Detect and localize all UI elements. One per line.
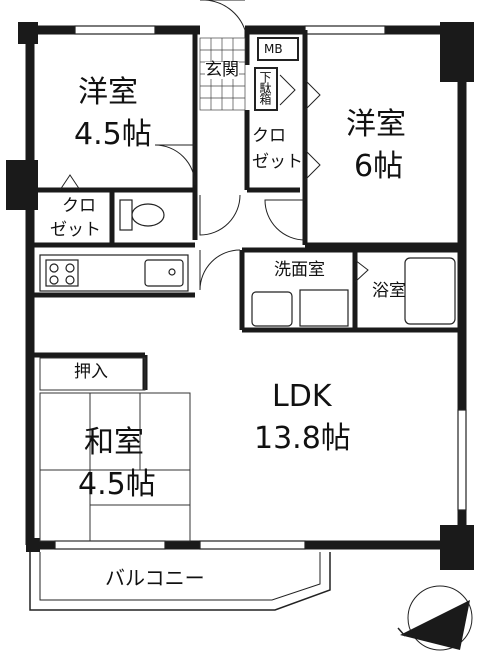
door-west-room (154, 144, 196, 186)
label-genkan: 玄関 (205, 60, 239, 80)
window-top-right (304, 25, 386, 35)
room-size-bedroom-east: 6帖 (354, 149, 404, 184)
door-closet (59, 174, 81, 191)
washing-machine-area (299, 289, 349, 327)
balcony-outline (29, 552, 331, 611)
door-hall (199, 194, 241, 236)
label-mb: MB (264, 42, 283, 56)
door-closet2-top (304, 79, 321, 111)
shoe-box (254, 67, 278, 111)
column-bottom-left (26, 538, 40, 552)
label-closet-line1: クロ (62, 196, 96, 216)
label-bath: 浴室 (372, 281, 406, 301)
washbasin (251, 291, 293, 327)
kitchen-sink (144, 259, 184, 287)
room-name-bedroom-west: 洋室 (78, 75, 138, 110)
label-shoe-box: 下駄箱 (258, 71, 272, 104)
door-east-room (264, 199, 306, 241)
room-name-washitsu: 和室 (84, 425, 144, 460)
window-bottom-left (54, 540, 166, 550)
toilet-bowl (131, 203, 165, 227)
label-closet2-line1: クロ (252, 126, 286, 146)
label-oshiire: 押入 (74, 362, 108, 382)
label-balcony: バルコニー (105, 566, 205, 590)
column-bottom-right (440, 525, 474, 570)
label-washroom: 洗面室 (274, 260, 325, 280)
column-top-left (18, 22, 38, 44)
room-size-bedroom-west: 4.5帖 (74, 117, 152, 152)
compass-icon (397, 585, 473, 651)
toilet-tank (119, 199, 133, 231)
column-left-mid (6, 160, 38, 210)
mb-box (257, 37, 299, 61)
bathtub (404, 257, 456, 325)
window-right (457, 409, 467, 511)
window-top-left (74, 25, 156, 35)
label-closet2-line2: ゼット (252, 152, 303, 172)
room-size-washitsu: 4.5帖 (78, 467, 156, 502)
tatami-room (39, 392, 191, 542)
column-top-right (440, 22, 474, 82)
door-entrance (200, 0, 246, 31)
door-closet2-bottom (304, 149, 321, 181)
room-name-ldk: LDK (272, 379, 332, 414)
door-kitchen-hall (199, 249, 241, 291)
room-size-ldk: 13.8帖 (254, 421, 351, 456)
label-closet-line2: ゼット (50, 220, 101, 240)
oshiire-box (39, 357, 146, 391)
window-bottom-mid (199, 540, 306, 550)
door-bath (354, 259, 369, 283)
room-name-bedroom-east: 洋室 (346, 107, 406, 142)
door-shoe (279, 74, 296, 106)
